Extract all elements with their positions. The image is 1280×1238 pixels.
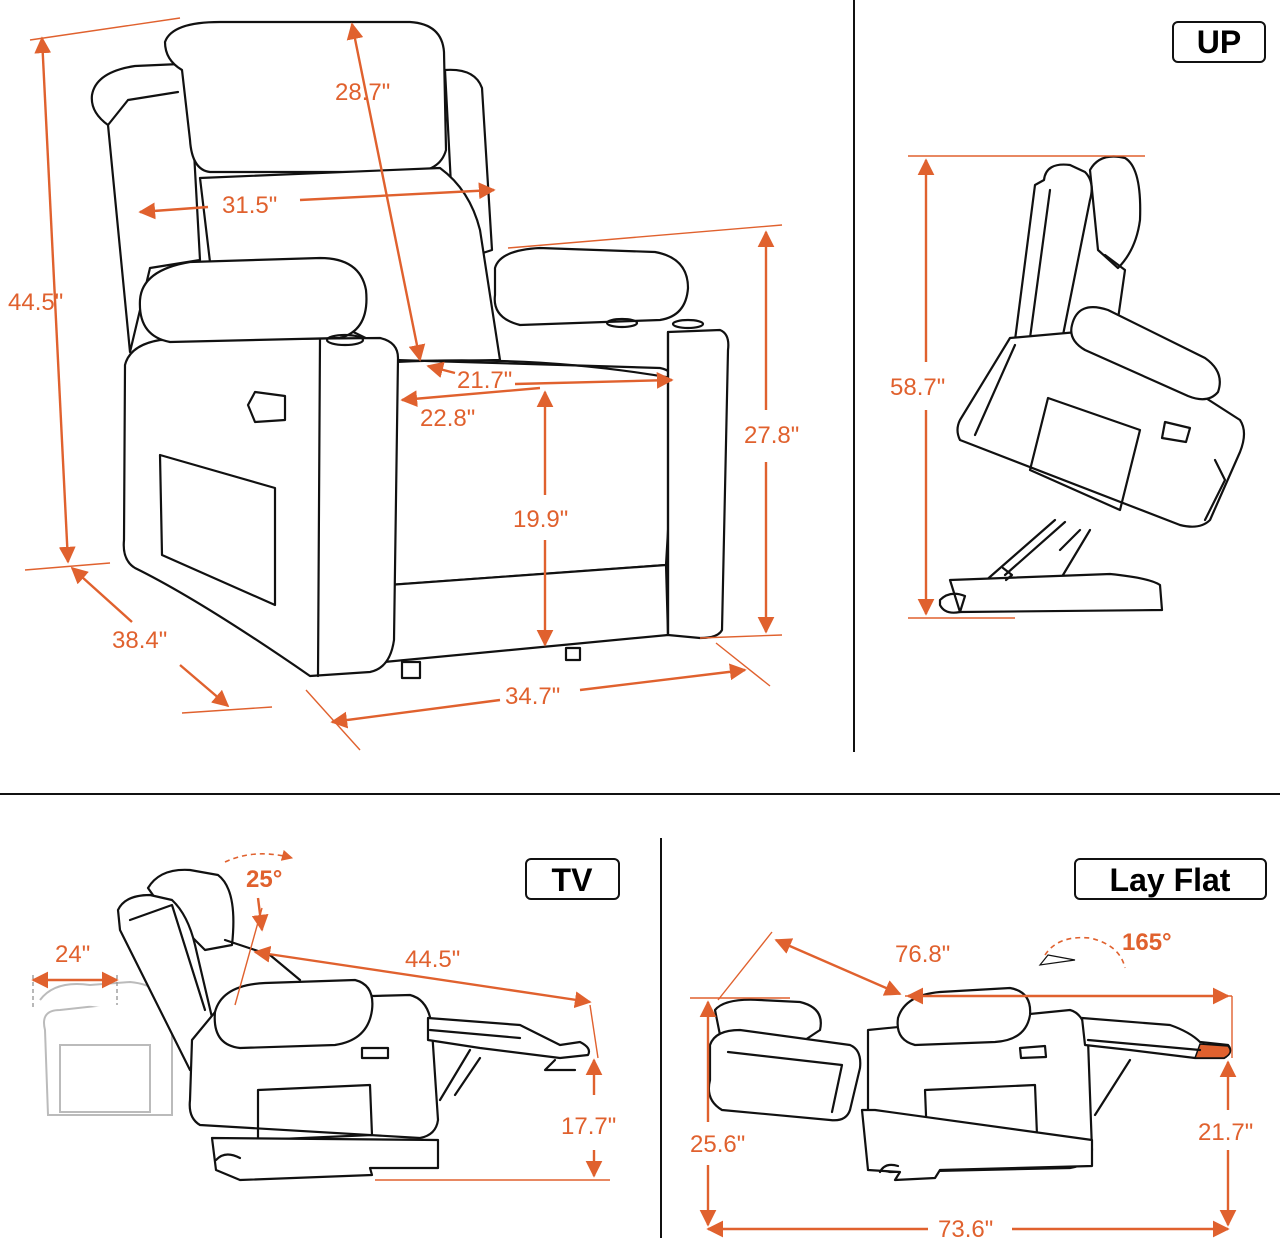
tv-view-chair	[116, 868, 591, 1182]
up-dimensions: 58.7"	[890, 155, 1145, 619]
tv-angle: 25°	[246, 866, 282, 893]
layflat-footrest-height: 21.7"	[1198, 1119, 1253, 1146]
dim-arm-height: 27.8"	[744, 422, 799, 449]
dim-back-height: 28.7"	[335, 79, 390, 106]
tv-clearance: 24"	[55, 941, 90, 968]
dim-seat-height: 19.9"	[513, 506, 568, 533]
tv-footrest-height: 17.7"	[561, 1113, 616, 1140]
tv-label-box: TV	[525, 858, 620, 900]
tv-ghost-chair	[32, 975, 174, 1116]
layflat-label: Lay Flat	[1110, 862, 1231, 898]
tv-dimensions: 25° 24" 44.5" 17.7"	[31, 849, 616, 1181]
up-label: UP	[1197, 24, 1241, 60]
dim-seat-width: 22.8"	[420, 405, 475, 432]
layflat-angle: 165°	[1122, 929, 1172, 956]
dim-seat-depth: 21.7"	[457, 367, 512, 394]
front-dimensions: 44.5" 28.7" 31.5" 21.7" 22.8" 19.9" 27.8…	[8, 17, 799, 751]
layflat-height: 25.6"	[690, 1131, 745, 1158]
dim-up-height: 58.7"	[890, 374, 945, 401]
layflat-dimensions: 165° 76.8" 25.6" 21.7" 73.6"	[690, 929, 1253, 1238]
layflat-total-length: 73.6"	[938, 1216, 993, 1238]
up-label-box: UP	[1172, 21, 1266, 63]
layflat-label-box: Lay Flat	[1074, 858, 1267, 900]
tv-label: TV	[552, 862, 594, 898]
dim-total-height: 44.5"	[8, 289, 63, 316]
tv-length: 44.5"	[405, 946, 460, 973]
layflat-length: 76.8"	[895, 941, 950, 968]
dim-back-width: 31.5"	[222, 192, 277, 219]
dim-depth: 38.4"	[112, 627, 167, 654]
dim-width: 34.7"	[505, 683, 560, 710]
front-view-chair	[90, 20, 730, 680]
up-view-chair	[938, 155, 1246, 614]
layflat-view-chair	[707, 986, 1232, 1182]
